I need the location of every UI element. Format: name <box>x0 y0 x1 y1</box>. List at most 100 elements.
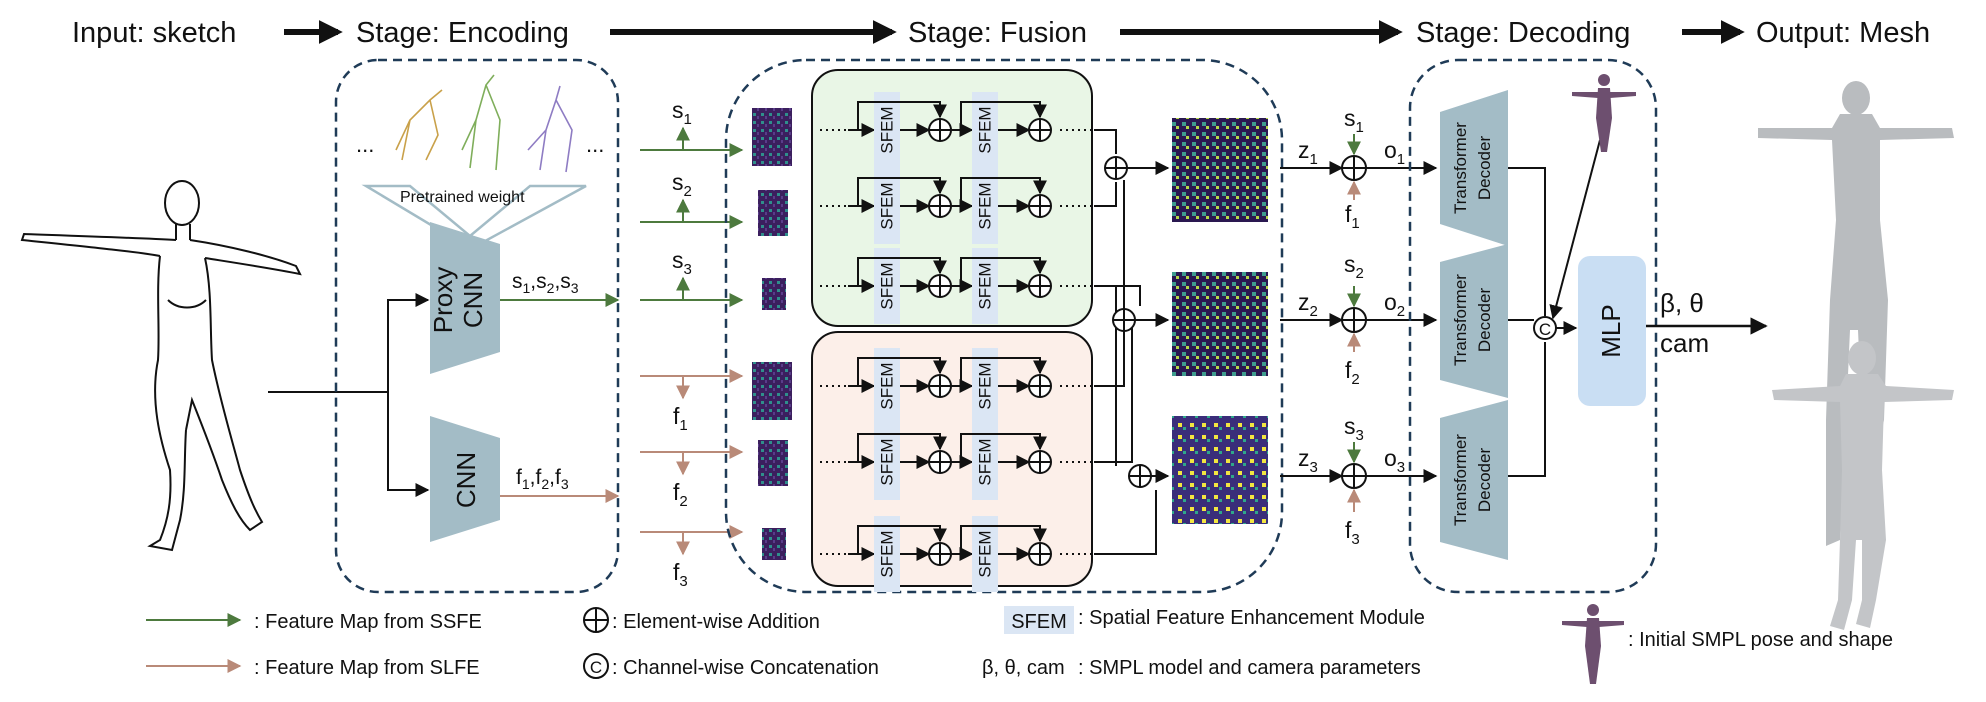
sfem-label: SFEM <box>976 182 995 229</box>
decoder-1-label-1: Transformer <box>1451 122 1470 214</box>
sfem-label: SFEM <box>976 438 995 485</box>
fusion-to-decoder: z1 z2 z3 s1 f1 s2 f2 s3 f3 o1 o2 <box>1280 105 1438 548</box>
legend-sfem-desc: : Spatial Feature Enhancement Module <box>1078 607 1425 629</box>
legend-ssfe: : Feature Map from SSFE <box>254 611 482 633</box>
params-label-line1: β, θ <box>1660 288 1704 318</box>
output-mesh-front <box>1758 81 1954 546</box>
legend-slfe: : Feature Map from SLFE <box>254 657 480 679</box>
f3-label: f3 <box>673 559 688 590</box>
feature-map-f2 <box>758 440 788 486</box>
sfem-label: SFEM <box>878 182 897 229</box>
feature-map-f3 <box>762 528 786 560</box>
f-features-label: f1,f2,f3 <box>516 466 569 492</box>
decoder-add-2 <box>1341 307 1367 333</box>
element-add-icon <box>928 118 952 142</box>
sfem-block <box>874 348 900 424</box>
header-input-label: Input: sketch <box>72 17 236 49</box>
pretrained-sketch-images <box>395 74 573 173</box>
s3-label: s3 <box>672 247 692 278</box>
decoder-3-label-1: Transformer <box>1451 434 1470 526</box>
legend-concat-icon: C <box>583 653 609 679</box>
z2-label: z2 <box>1298 289 1318 320</box>
decoder-1-label-2: Decoder <box>1475 136 1494 201</box>
proxy-cnn-label-1: Proxy <box>428 267 458 333</box>
feature-map-s3 <box>762 278 786 310</box>
f2-label: f2 <box>673 479 688 510</box>
element-add-icon <box>928 450 952 474</box>
pretrained-ellipsis-right: ... <box>586 132 604 157</box>
sfem-block <box>972 168 998 244</box>
s1-add-label: s1 <box>1344 105 1364 136</box>
transformer-decoder-2 <box>1440 244 1508 398</box>
f1-label: f1 <box>673 403 688 434</box>
transformer-decoder-1 <box>1440 90 1508 246</box>
legend-sfem-tag-box <box>1004 606 1074 634</box>
element-add-icon <box>1028 274 1052 298</box>
z3-label: z3 <box>1298 445 1318 476</box>
sfem-row-2: SFEM SFEM <box>820 168 1092 244</box>
transformer-decoders: Transformer Decoder Transformer Decoder … <box>1440 90 1508 560</box>
f2-add-label: f2 <box>1345 357 1360 388</box>
sfem-label: SFEM <box>976 362 995 409</box>
f-streams: f1 f2 f3 <box>640 369 744 590</box>
sfem-label: SFEM <box>976 530 995 577</box>
sfem-label: SFEM <box>878 362 897 409</box>
s2-add-label: s2 <box>1344 251 1364 282</box>
proxy-cnn-label-2: CNN <box>458 272 488 328</box>
legend-initial-smpl: : Initial SMPL pose and shape <box>1628 629 1893 651</box>
sfem-row-5: SFEM SFEM <box>820 424 1092 500</box>
sfem-rows: SFEM SFEM SFEM SFEM SFEM SFEM SFEM SFEM SFEM SFEM… <box>820 92 1092 592</box>
element-add-icon <box>1028 450 1052 474</box>
sfem-block <box>972 424 998 500</box>
element-add-icon <box>1028 118 1052 142</box>
element-add-icon <box>1028 374 1052 398</box>
decoder-2-label-2: Decoder <box>1475 288 1494 353</box>
sfem-label: SFEM <box>878 438 897 485</box>
pretrained-ellipsis-left: ... <box>356 132 374 157</box>
s-features-label: s1,s2,s3 <box>512 270 579 296</box>
element-add-icon <box>928 542 952 566</box>
branch-up-arrow <box>387 293 430 392</box>
sfem-label: SFEM <box>878 262 897 309</box>
mlp-block <box>1578 256 1646 406</box>
encoding-stage-box <box>334 58 620 594</box>
f1-add-label: f1 <box>1345 201 1360 232</box>
fusion-add-3 <box>1128 464 1152 488</box>
sfem-block <box>874 168 900 244</box>
input-feature-maps <box>752 108 792 560</box>
fusion-add-2 <box>1112 308 1136 332</box>
element-add-icon <box>1028 194 1052 218</box>
sfem-block <box>874 248 900 324</box>
fusion-add-1 <box>1104 156 1128 180</box>
sfem-label: SFEM <box>878 106 897 153</box>
s3-add-label: s3 <box>1344 413 1364 444</box>
output-mesh-back <box>1772 341 1954 630</box>
header: Input: sketch Stage: Encoding Stage: Fus… <box>72 17 1930 49</box>
fused-feature-map-3 <box>1172 416 1268 524</box>
header-output-label: Output: Mesh <box>1756 17 1930 49</box>
transformer-decoder-3 <box>1440 400 1508 560</box>
sfem-block <box>874 92 900 168</box>
branch-down-arrow <box>387 392 430 497</box>
concat-symbol: C <box>1533 316 1557 340</box>
legend-add: : Element-wise Addition <box>612 611 820 633</box>
decoder-add-1 <box>1341 155 1367 181</box>
fusion-merge <box>1094 129 1157 555</box>
fusion-stage-box <box>724 58 1284 594</box>
legend-smpl-tag: β, θ, cam <box>982 657 1065 679</box>
feature-map-f1 <box>752 362 792 420</box>
decoder-2-label-1: Transformer <box>1451 274 1470 366</box>
o3-label: o3 <box>1384 445 1405 476</box>
input-sketch-figure <box>20 180 302 552</box>
sfem-label: SFEM <box>976 106 995 153</box>
header-fusion-label: Stage: Fusion <box>908 17 1087 49</box>
o1-label: o1 <box>1384 137 1405 168</box>
sfem-block <box>972 248 998 324</box>
sfem-block <box>972 92 998 168</box>
f3-add-label: f3 <box>1345 517 1360 548</box>
decoder-add-3 <box>1341 463 1367 489</box>
sfem-block <box>972 348 998 424</box>
